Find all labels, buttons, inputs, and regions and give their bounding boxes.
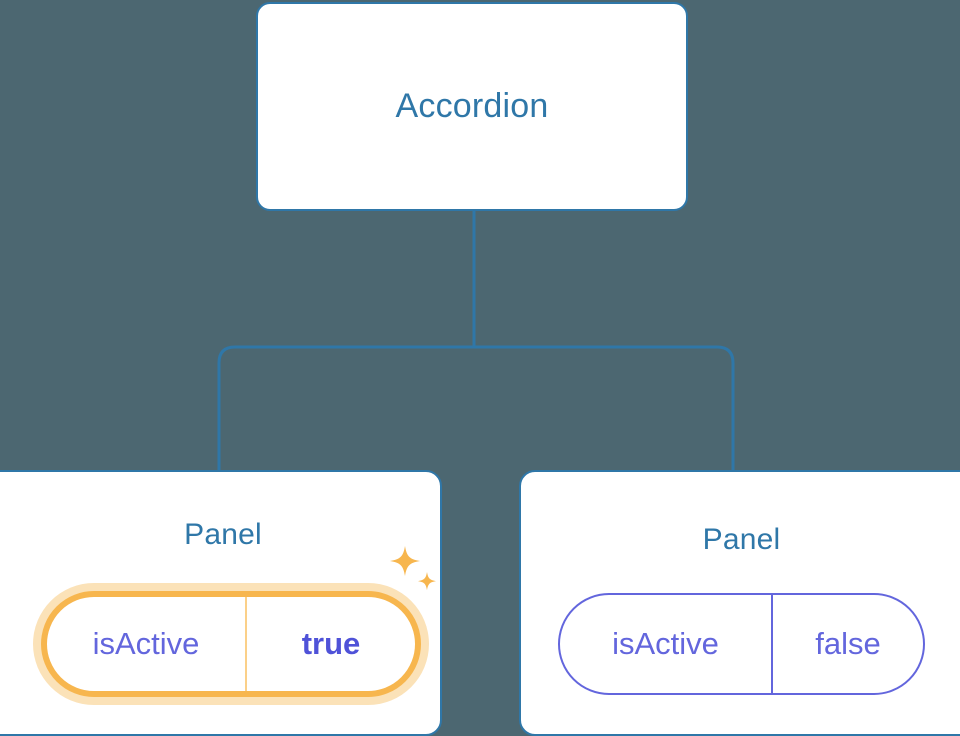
node-panel-right[interactable]: Panel isActive false: [519, 470, 960, 736]
prop-pill-is-active-true[interactable]: isActive true: [41, 591, 421, 697]
prop-value-label: true: [301, 626, 361, 661]
panel-right-content: Panel isActive false: [521, 472, 960, 734]
prop-value-label: false: [815, 626, 881, 661]
node-title-accordion: Accordion: [395, 87, 549, 125]
node-accordion[interactable]: Accordion: [256, 2, 688, 211]
connector-branch-left: [217, 345, 474, 470]
prop-name-label: isActive: [47, 597, 247, 691]
node-panel-left[interactable]: Panel isActive true: [0, 470, 442, 736]
prop-name-label: isActive: [560, 595, 773, 693]
prop-pill-left-wrapper: isActive true: [33, 583, 429, 705]
panel-left-content: Panel isActive true: [0, 472, 440, 734]
node-title-panel-right: Panel: [702, 523, 781, 556]
node-title-panel-left: Panel: [184, 518, 262, 551]
connector-branch-right: [474, 345, 735, 470]
prop-pill-is-active-false[interactable]: isActive false: [558, 593, 925, 695]
